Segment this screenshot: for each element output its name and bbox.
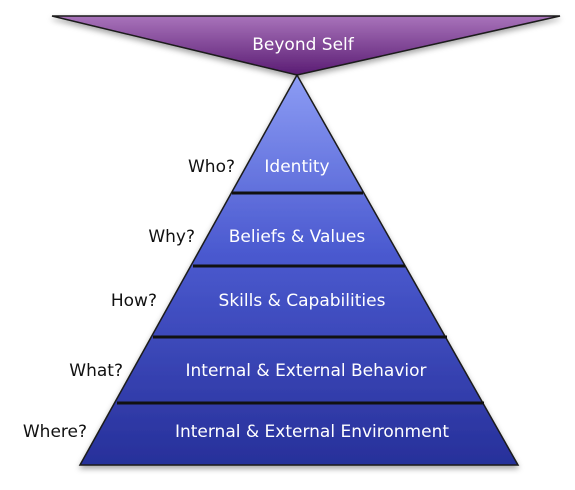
pyramid-body	[78, 73, 520, 466]
level-skills-capabilities-label: Skills & Capabilities	[219, 291, 386, 311]
beyond-self-label: Beyond Self	[252, 35, 355, 55]
level-behavior-label: Internal & External Behavior	[185, 361, 426, 381]
question-what: What?	[69, 361, 123, 381]
level-environment-label: Internal & External Environment	[175, 422, 449, 442]
beyond-self-triangle	[51, 15, 561, 76]
question-where: Where?	[23, 422, 87, 442]
question-why: Why?	[148, 227, 195, 247]
question-who: Who?	[188, 157, 235, 177]
level-identity-label: Identity	[264, 157, 329, 177]
question-how: How?	[111, 291, 157, 311]
level-beliefs-values-label: Beliefs & Values	[229, 227, 366, 247]
